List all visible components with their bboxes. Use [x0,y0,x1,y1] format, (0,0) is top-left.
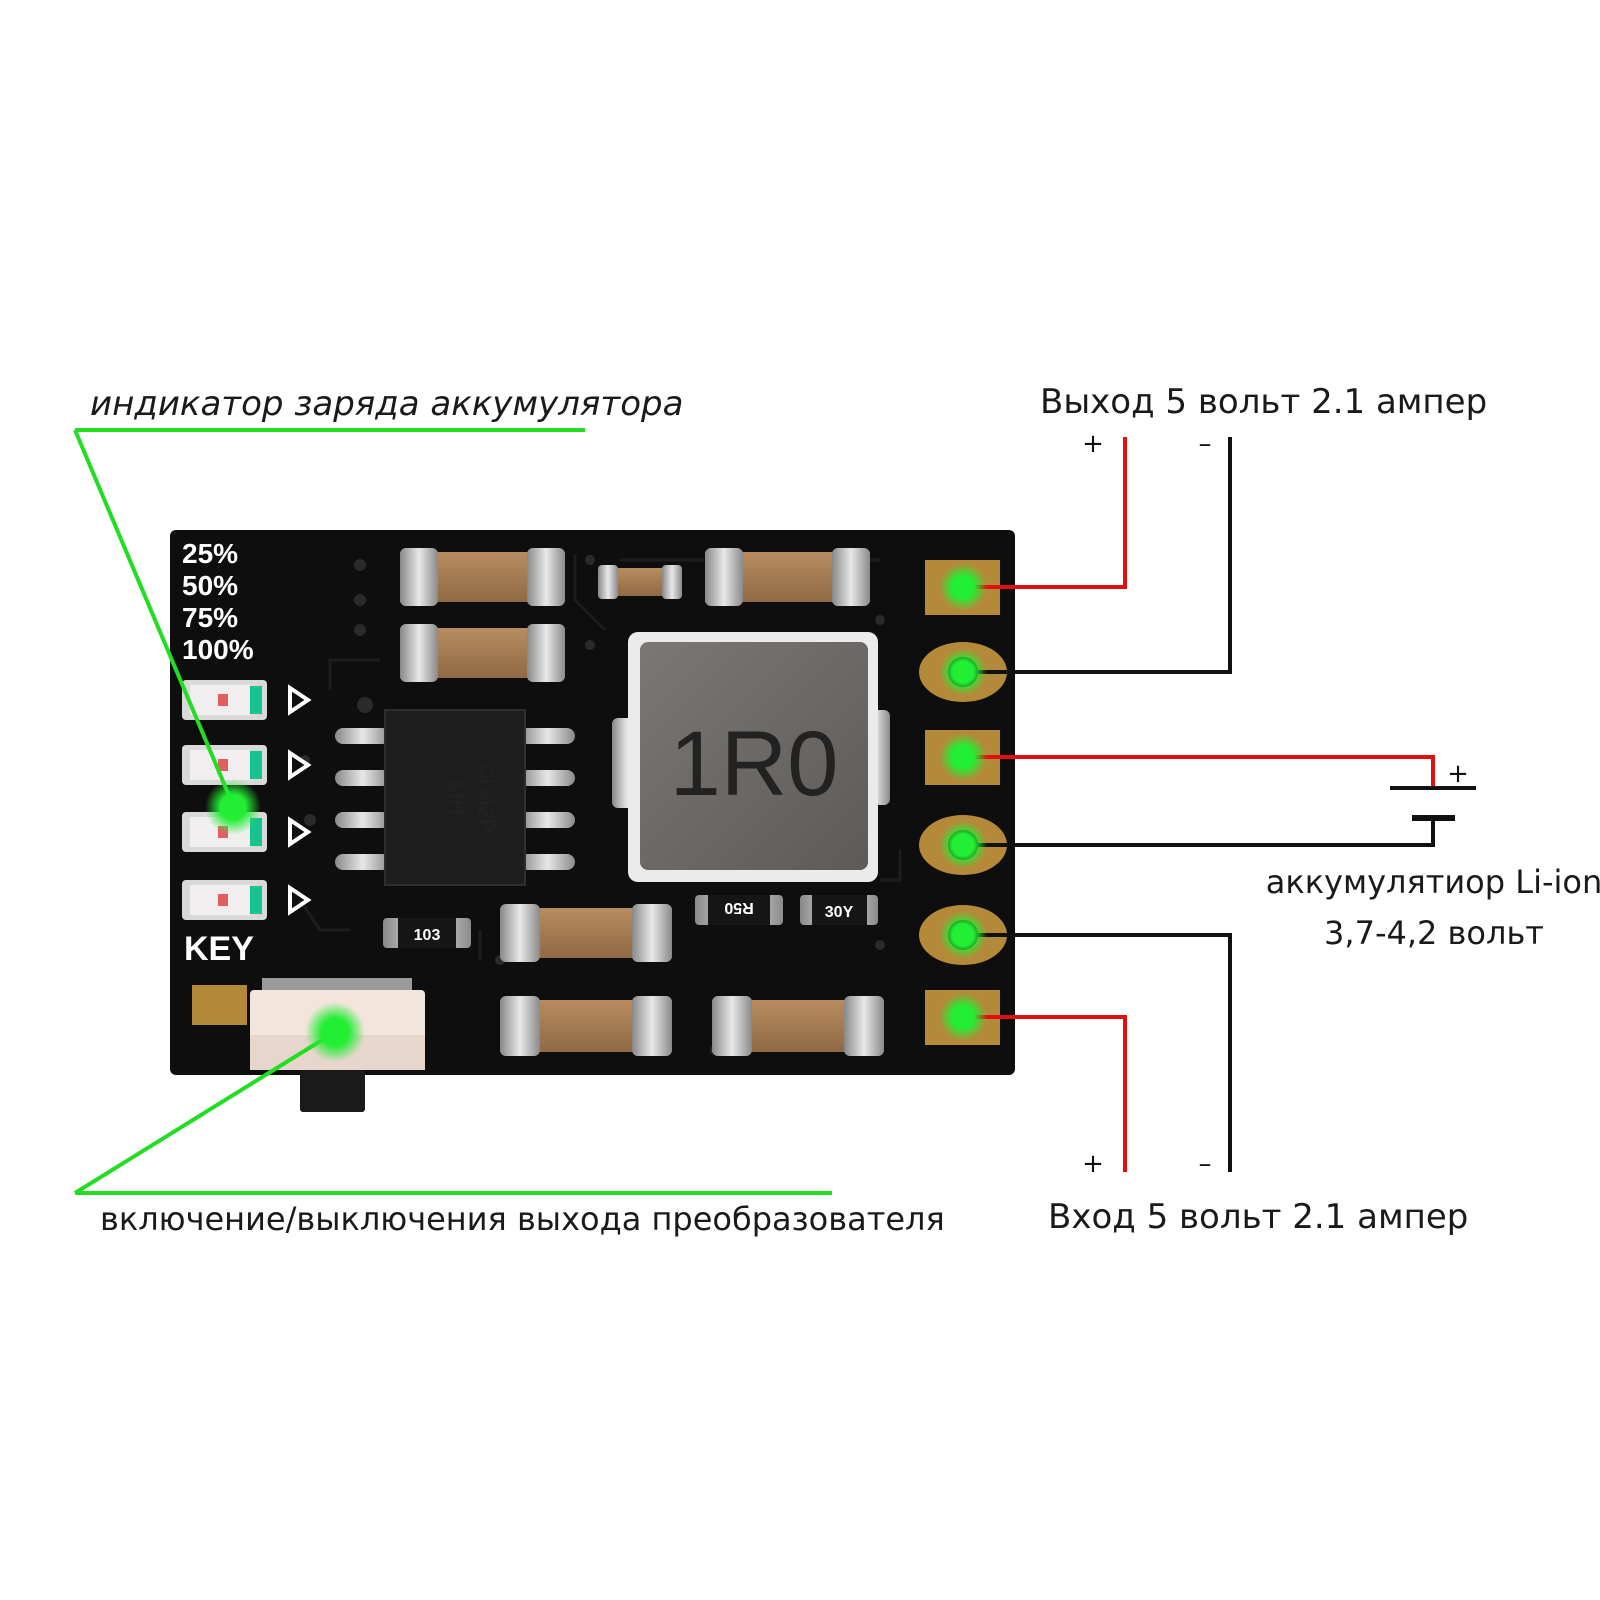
label-battery-line1: аккумулятиор Li-ion [1266,863,1600,901]
pcb-traces [298,555,902,960]
led-25 [182,680,267,720]
label-battery-line2: 3,7-4,2 вольт [1324,914,1544,952]
callout-indicator-leader [73,429,235,806]
battery-symbol [1390,786,1476,821]
pcb-board: 25% 50% 75% 100% KEY [170,530,1015,1112]
key-pad [192,985,247,1025]
label-switch: включение/выключения выхода преобразоват… [100,1200,945,1238]
wire-input-minus [963,933,1232,1172]
resistor-30y: 30Y [800,895,878,925]
ic-marking-2: CD42P [474,763,499,834]
silk-50: 50% [182,570,238,601]
resistor-r50: R50 [695,895,783,925]
svg-text:R50: R50 [724,899,753,916]
svg-text:103: 103 [414,927,441,944]
callout-lines [73,428,832,1195]
label-battery-indicator: индикатор заряда аккумулятора [90,384,683,424]
wires [963,437,1435,1172]
label-input-plus: + [1082,1149,1104,1179]
label-battery-plus: + [1447,759,1469,789]
capacitors [400,548,884,1056]
ic-body [384,709,526,886]
label-output: Выход 5 вольт 2.1 ампер [1040,382,1487,422]
callout-switch-leader [73,1030,337,1195]
capacitor-5 [500,996,672,1056]
led-100 [182,880,267,920]
wire-battery-plus [963,755,1435,788]
label-input: Вход 5 вольт 2.1 ампер [1048,1197,1468,1237]
led-50 [182,745,267,785]
switch-knob[interactable] [300,1070,365,1112]
inductor-marking: 1R0 [670,713,839,815]
silk-25: 25% [182,538,238,569]
resistors: 103 R50 30Y [383,895,878,948]
silk-key: KEY [184,930,254,968]
inductor: 1R0 [612,632,890,882]
label-output-plus: + [1082,429,1104,459]
pad-dots [939,563,987,1041]
capacitor-6 [712,996,884,1056]
callout-dot-indicator-core [221,795,245,819]
label-output-minus: – [1199,429,1212,459]
wire-input-plus [963,1015,1127,1172]
capacitor-3 [705,548,870,606]
capacitor-small [598,565,682,599]
capacitor-1 [400,548,565,606]
wire-battery-minus [963,818,1435,847]
ic-pins [335,728,575,870]
capacitor-2 [400,624,565,682]
label-input-minus: – [1199,1149,1212,1179]
charger-ic: MH CD42P [335,709,575,886]
wire-output-plus [963,437,1127,589]
wire-output-minus [963,437,1232,674]
silk-100: 100% [182,634,254,665]
callout-dot-switch-core [322,1019,348,1045]
silk-75: 75% [182,602,238,633]
led-arrow-icons [288,684,312,916]
resistor-103: 103 [383,918,471,948]
capacitor-4 [500,904,672,962]
svg-text:30Y: 30Y [825,904,854,921]
ic-marking-1: MH [444,781,469,815]
